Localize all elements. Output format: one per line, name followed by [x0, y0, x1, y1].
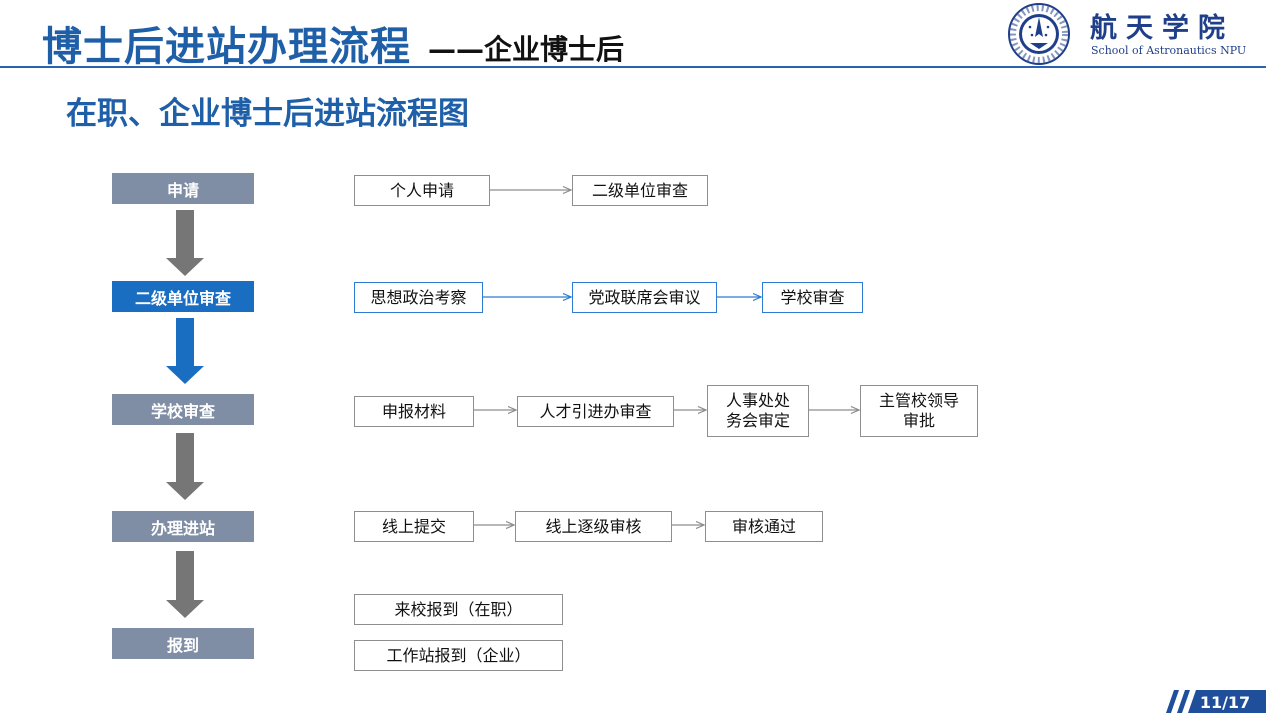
node-leader-approval: 主管校领导 审批 [860, 385, 978, 437]
node-submit-materials: 申报材料 [354, 396, 474, 427]
node-online-review: 线上逐级审核 [515, 511, 672, 542]
node-unit-review: 二级单位审查 [572, 175, 708, 206]
stage-arrow-2 [166, 318, 204, 384]
page-title: 博士后进站办理流程 [42, 24, 411, 70]
node-report-station: 工作站报到（企业） [354, 640, 563, 671]
node-talent-office-review: 人才引进办审查 [517, 396, 674, 427]
node-school-review: 学校审查 [762, 282, 863, 313]
stage-apply: 申请 [112, 173, 254, 204]
school-logo-name: 航天学院 [1090, 13, 1234, 44]
stage-arrow-1 [166, 210, 204, 276]
page-tag-stripes [1166, 690, 1266, 713]
node-political-review: 思想政治考察 [354, 282, 483, 313]
node-hr-office-approval: 人事处处 务会审定 [707, 385, 809, 437]
stage-report: 报到 [112, 628, 254, 659]
university-seal-icon [1008, 3, 1070, 65]
page-number: 11/17 [1199, 692, 1251, 712]
node-online-submit: 线上提交 [354, 511, 474, 542]
node-report-school: 来校报到（在职） [354, 594, 563, 625]
node-joint-meeting: 党政联席会审议 [572, 282, 717, 313]
section-title: 在职、企业博士后进站流程图 [66, 96, 469, 132]
stage-unit-review: 二级单位审查 [112, 281, 254, 312]
stage-school-review: 学校审查 [112, 394, 254, 425]
page-subtitle: ——企业博士后 [428, 33, 625, 66]
stage-entry-processing: 办理进站 [112, 511, 254, 542]
node-approved: 审核通过 [705, 511, 823, 542]
node-personal-application: 个人申请 [354, 175, 490, 206]
stage-arrow-3 [166, 433, 204, 500]
school-logo-english: School of Astronautics NPU [1091, 44, 1247, 57]
stage-arrow-4 [166, 551, 204, 618]
header-divider [0, 66, 1266, 68]
